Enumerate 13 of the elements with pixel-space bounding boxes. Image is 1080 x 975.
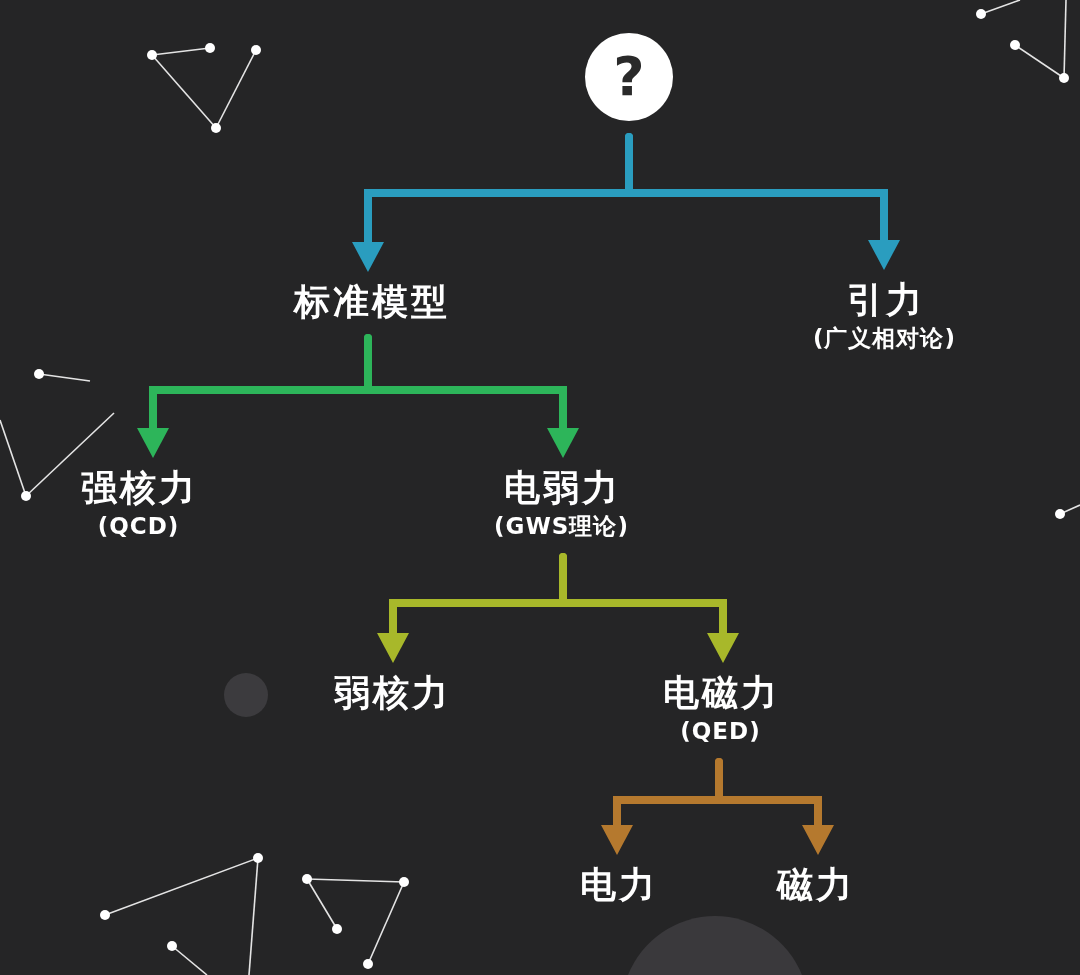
subtitle-label: (GWS理论) [493, 512, 629, 541]
subtitle-label: (广义相对论) [812, 324, 956, 353]
category-label: 电磁力 [662, 673, 780, 713]
category-label: 电弱力 [503, 468, 621, 508]
subtitle-label: (QED) [679, 717, 761, 746]
category-label: 标准模型 [292, 282, 450, 322]
subtitle-label: (QCD) [96, 512, 180, 541]
category-label: 强核力 [80, 468, 198, 508]
category-label: 磁力 [775, 865, 855, 905]
category-label: 弱核力 [333, 673, 451, 713]
category-label: 电力 [578, 865, 658, 905]
question-mark-circle: ? [585, 33, 673, 121]
category-label: 引力 [845, 280, 925, 320]
